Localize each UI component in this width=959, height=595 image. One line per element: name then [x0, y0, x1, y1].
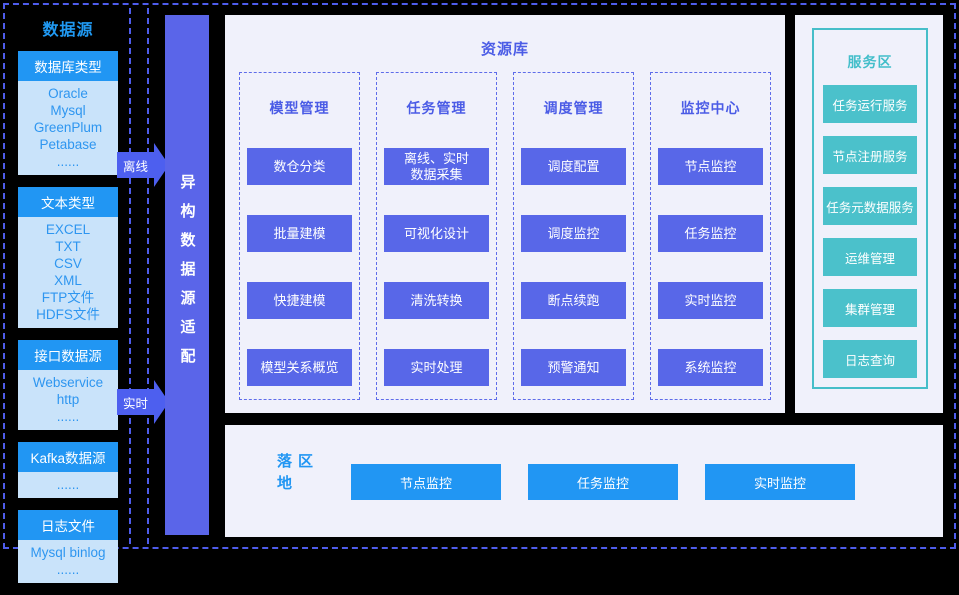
group-header: 接口数据源 [18, 340, 118, 370]
offline-arrow-icon: 离线 [117, 143, 169, 187]
node-chip: 任务监控 [658, 215, 763, 252]
group-header: 数据库类型 [18, 51, 118, 81]
node-chip: 预警通知 [521, 349, 626, 386]
adapter-bar: 异构数据源适配 [165, 15, 209, 535]
service-chip: 节点注册服务 [823, 136, 917, 174]
group-header: 文本类型 [18, 187, 118, 217]
group-header: Kafka数据源 [18, 442, 118, 472]
node-chip: 数仓分类 [247, 148, 352, 185]
service-chip: 日志查询 [823, 340, 917, 378]
column-header: 监控中心 [680, 100, 741, 116]
group-items: ...... [18, 472, 118, 498]
node-chip: 实时监控 [658, 282, 763, 319]
repository-panel: 资源库 模型管理 数仓分类 批量建模 快捷建模 模型关系概览 任务管理 离线、实… [225, 15, 785, 413]
node-chip: 实时监控 [705, 464, 855, 500]
service-chip: 运维管理 [823, 238, 917, 276]
offline-arrow-label: 离线 [117, 152, 154, 178]
column-header: 任务管理 [406, 100, 467, 116]
node-chip: 清洗转换 [384, 282, 489, 319]
landing-title: 落地区 [275, 453, 313, 497]
repo-column-model-management: 模型管理 数仓分类 批量建模 快捷建模 模型关系概览 [239, 72, 360, 400]
realtime-arrow-label: 实时 [117, 389, 154, 415]
services-border-box: 服务区 任务运行服务 节点注册服务 任务元数据服务 运维管理 集群管理 日志查询 [812, 28, 928, 389]
node-chip: 可视化设计 [384, 215, 489, 252]
repo-column-task-management: 任务管理 离线、实时 数据采集 可视化设计 清洗转换 实时处理 [376, 72, 497, 400]
adapter-divider-line [147, 8, 149, 544]
adapter-bar-label: 异构数据源适配 [178, 173, 196, 377]
service-chip: 任务元数据服务 [823, 187, 917, 225]
node-chip: 节点监控 [658, 148, 763, 185]
landing-panel: 落地区 节点监控 任务监控 实时监控 [225, 425, 943, 537]
service-chip: 任务运行服务 [823, 85, 917, 123]
group-header: 日志文件 [18, 510, 118, 540]
node-chip: 调度配置 [521, 148, 626, 185]
node-chip: 任务监控 [528, 464, 678, 500]
node-chip: 快捷建模 [247, 282, 352, 319]
repo-column-schedule-management: 调度管理 调度配置 调度监控 断点续跑 预警通知 [513, 72, 634, 400]
sidebar-group-interface: 接口数据源 Webservice http ...... [18, 340, 118, 430]
repository-title: 资源库 [480, 41, 529, 58]
sidebar-group-text: 文本类型 EXCEL TXT CSV XML FTP文件 HDFS文件 [18, 187, 118, 328]
services-title: 服务区 [847, 54, 893, 70]
group-items: Webservice http ...... [18, 370, 118, 430]
node-chip: 节点监控 [351, 464, 501, 500]
landing-buttons: 节点监控 任务监控 实时监控 [351, 464, 855, 500]
service-chip: 集群管理 [823, 289, 917, 327]
column-header: 模型管理 [269, 100, 330, 116]
data-sources-title: 数据源 [42, 22, 94, 39]
data-sources-panel: 数据源 数据库类型 Oracle Mysql GreenPlum Petabas… [18, 16, 118, 595]
node-chip: 模型关系概览 [247, 349, 352, 386]
repo-column-monitor-center: 监控中心 节点监控 任务监控 实时监控 系统监控 [650, 72, 771, 400]
group-items: Oracle Mysql GreenPlum Petabase ...... [18, 81, 118, 175]
node-chip: 断点续跑 [521, 282, 626, 319]
node-chip: 系统监控 [658, 349, 763, 386]
group-items: Mysql binlog ...... [18, 540, 118, 583]
repository-columns: 模型管理 数仓分类 批量建模 快捷建模 模型关系概览 任务管理 离线、实时 数据… [239, 72, 771, 400]
group-items: EXCEL TXT CSV XML FTP文件 HDFS文件 [18, 217, 118, 328]
services-panel: 服务区 任务运行服务 节点注册服务 任务元数据服务 运维管理 集群管理 日志查询 [795, 15, 943, 413]
node-chip: 离线、实时 数据采集 [384, 148, 489, 185]
sidebar-group-database: 数据库类型 Oracle Mysql GreenPlum Petabase ..… [18, 51, 118, 175]
node-chip: 实时处理 [384, 349, 489, 386]
realtime-arrow-icon: 实时 [117, 380, 169, 424]
sidebar-group-log: 日志文件 Mysql binlog ...... [18, 510, 118, 583]
sidebar-divider-line [129, 8, 131, 544]
node-chip: 调度监控 [521, 215, 626, 252]
node-chip: 批量建模 [247, 215, 352, 252]
column-header: 调度管理 [543, 100, 604, 116]
sidebar-group-kafka: Kafka数据源 ...... [18, 442, 118, 498]
